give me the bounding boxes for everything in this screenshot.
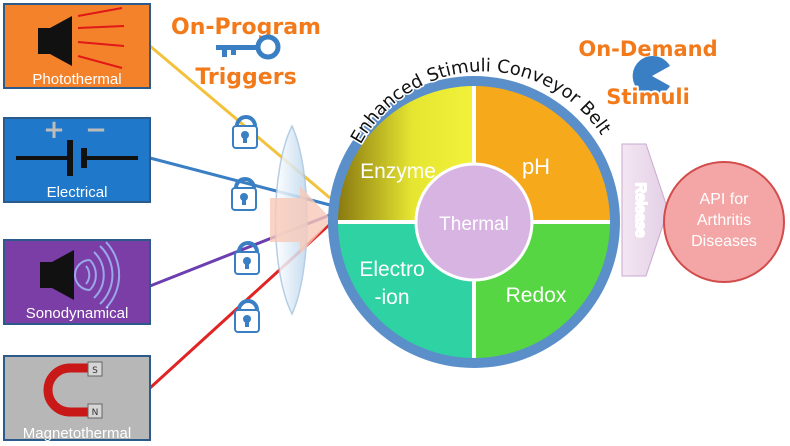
triggers-line2: Triggers — [195, 65, 296, 90]
magnet-icon: S N — [43, 361, 103, 419]
electrical-box: + − Electrical — [3, 115, 151, 203]
sonodynamical-box: Sonodynamical — [3, 239, 151, 325]
magnet-south: S — [92, 366, 98, 376]
redox-label: Redox — [506, 284, 567, 307]
magnetothermal-label: Magnetothermal — [23, 425, 131, 442]
battery-icon: + − — [16, 115, 138, 176]
enzyme-label: Enzyme — [360, 160, 436, 183]
speaker-waves-icon — [40, 241, 121, 309]
release-label: Release — [632, 182, 649, 237]
electrical-label: Electrical — [47, 184, 108, 201]
photothermal-label: Photothermal — [32, 71, 121, 88]
ph-label: pH — [522, 154, 550, 179]
api-line1: API for — [700, 191, 750, 208]
padlock-icon — [234, 241, 260, 275]
padlock-icon — [232, 115, 258, 149]
triggers-line1: On-Program — [171, 15, 321, 40]
sonodynamical-label: Sonodynamical — [26, 305, 129, 322]
thermal-label: Thermal — [439, 214, 509, 235]
electroion-label-1: Electro — [359, 258, 424, 281]
battery-minus: − — [85, 115, 107, 145]
thermal-center — [414, 162, 534, 282]
lens-arrow — [270, 186, 332, 254]
padlock-icon — [231, 177, 257, 211]
padlock-icon — [234, 299, 260, 333]
magnetothermal-box: S N Magnetothermal — [3, 355, 151, 442]
magnet-north: N — [92, 408, 99, 418]
on-demand-line2: Stimuli — [606, 85, 690, 109]
photothermal-box: Photothermal — [3, 3, 151, 89]
api-line2: Arthritis — [697, 212, 751, 229]
release-arrow: Release — [621, 143, 669, 277]
battery-plus: + — [43, 115, 65, 145]
api-circle: API for Arthritis Diseases — [663, 161, 785, 283]
electroion-label-2: -ion — [374, 286, 409, 309]
conveyor-belt: Thermal Enzyme pH Electro -ion Redox Enh… — [328, 54, 620, 368]
speaker-rays-icon — [38, 7, 125, 69]
key-icon — [216, 34, 281, 60]
api-line3: Diseases — [691, 233, 757, 250]
pacman-icon — [632, 56, 670, 96]
